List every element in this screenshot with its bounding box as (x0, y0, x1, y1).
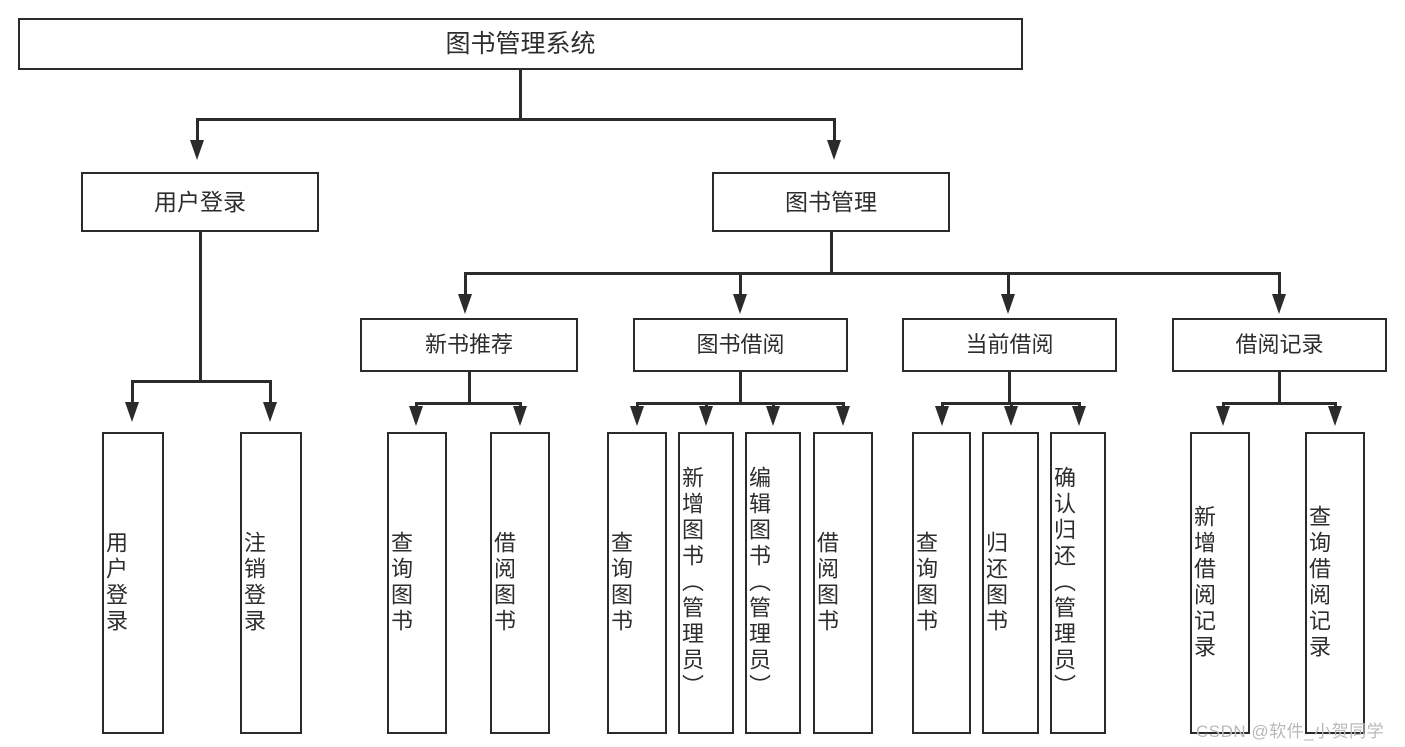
leaf-newbook-query-books-label: 查询图书 (388, 531, 413, 635)
node-current-borrow-label: 当前借阅 (965, 332, 1054, 358)
arrow-user-login-to-login (125, 402, 139, 422)
connector-newbook-bus (415, 402, 521, 405)
connector-bookmgmt-drop-4 (1278, 272, 1281, 300)
arrow-bookborrow-to-add (699, 406, 713, 426)
node-book-management[interactable]: 图书管理 (712, 172, 950, 232)
node-root-system[interactable]: 图书管理系统 (18, 18, 1023, 70)
connector-user-login-bus (131, 380, 271, 383)
connector-user-login-drop-1 (131, 380, 134, 408)
arrow-bookborrow-to-edit (766, 406, 780, 426)
leaf-current-query-books-label: 查询图书 (913, 531, 938, 635)
arrow-currentborrow-to-confirm (1072, 406, 1086, 426)
node-root-system-label: 图书管理系统 (445, 29, 596, 58)
node-new-book-recommend-label: 新书推荐 (424, 332, 513, 358)
arrow-bookborrow-to-lend (836, 406, 850, 426)
leaf-user-login-label: 用户登录 (103, 531, 128, 635)
leaf-bookborrow-edit-book-admin[interactable]: 编辑图书（管理员） (745, 432, 801, 734)
leaf-current-confirm-return-admin-label: 确认归还（管理员） (1051, 466, 1076, 700)
leaf-current-return-books-label: 归还图书 (983, 531, 1008, 635)
connector-user-login-drop-2 (269, 380, 272, 408)
connector-newbook-stem (468, 372, 471, 402)
leaf-bookborrow-query-books[interactable]: 查询图书 (607, 432, 667, 734)
connector-book-mgmt-bus (464, 272, 1278, 275)
connector-bookmgmt-drop-2 (739, 272, 742, 300)
leaf-bookborrow-lend-books[interactable]: 借阅图书 (813, 432, 873, 734)
leaf-user-login[interactable]: 用户登录 (102, 432, 164, 734)
connector-user-login-stem (199, 232, 202, 380)
leaf-newbook-borrow-books-label: 借阅图书 (491, 531, 516, 635)
arrow-newbook-to-borrow (513, 406, 527, 426)
connector-root-bus (196, 118, 836, 121)
arrow-bookmgmt-to-borrow (733, 294, 747, 314)
node-current-borrow[interactable]: 当前借阅 (902, 318, 1117, 372)
connector-root-stem (519, 70, 522, 118)
node-new-book-recommend[interactable]: 新书推荐 (360, 318, 578, 372)
arrow-bookborrow-to-query (630, 406, 644, 426)
leaf-record-query-borrow-record[interactable]: 查询借阅记录 (1305, 432, 1365, 734)
connector-bookborrow-bus (636, 402, 844, 405)
leaf-bookborrow-edit-book-admin-label: 编辑图书（管理员） (746, 466, 771, 700)
connector-bookborrow-stem (739, 372, 742, 402)
arrow-bookmgmt-to-current (1001, 294, 1015, 314)
arrow-borrowrecord-to-query (1328, 406, 1342, 426)
leaf-bookborrow-add-book-admin[interactable]: 新增图书（管理员） (678, 432, 734, 734)
node-user-login[interactable]: 用户登录 (81, 172, 319, 232)
leaf-record-add-borrow-record-label: 新增借阅记录 (1191, 505, 1216, 661)
arrow-bookmgmt-to-new-book (458, 294, 472, 314)
leaf-current-query-books[interactable]: 查询图书 (912, 432, 971, 734)
node-user-login-label: 用户登录 (154, 188, 246, 215)
node-book-management-label: 图书管理 (785, 188, 877, 215)
leaf-bookborrow-lend-books-label: 借阅图书 (814, 531, 839, 635)
connector-bookmgmt-drop-3 (1007, 272, 1010, 300)
leaf-newbook-borrow-books[interactable]: 借阅图书 (490, 432, 550, 734)
connector-borrowrecord-stem (1278, 372, 1281, 402)
node-borrow-record-label: 借阅记录 (1235, 332, 1324, 358)
connector-bookmgmt-drop-1 (464, 272, 467, 300)
leaf-record-add-borrow-record[interactable]: 新增借阅记录 (1190, 432, 1250, 734)
node-book-borrow[interactable]: 图书借阅 (633, 318, 848, 372)
leaf-logout[interactable]: 注销登录 (240, 432, 302, 734)
arrow-root-to-book-mgmt (827, 140, 841, 160)
leaf-logout-label: 注销登录 (241, 531, 266, 635)
leaf-current-confirm-return-admin[interactable]: 确认归还（管理员） (1050, 432, 1106, 734)
arrow-borrowrecord-to-add (1216, 406, 1230, 426)
arrow-currentborrow-to-return (1004, 406, 1018, 426)
arrow-user-login-to-logout (263, 402, 277, 422)
node-borrow-record[interactable]: 借阅记录 (1172, 318, 1387, 372)
arrow-bookmgmt-to-record (1272, 294, 1286, 314)
arrow-currentborrow-to-query (935, 406, 949, 426)
connector-currentborrow-stem (1008, 372, 1011, 402)
node-book-borrow-label: 图书借阅 (696, 332, 785, 358)
connector-book-mgmt-stem (830, 232, 833, 272)
leaf-current-return-books[interactable]: 归还图书 (982, 432, 1039, 734)
arrow-newbook-to-query (409, 406, 423, 426)
connector-borrowrecord-bus (1222, 402, 1336, 405)
leaf-newbook-query-books[interactable]: 查询图书 (387, 432, 447, 734)
connector-root-to-book-mgmt (833, 118, 836, 146)
leaf-bookborrow-add-book-admin-label: 新增图书（管理员） (679, 466, 704, 700)
connector-root-to-user-login (196, 118, 199, 146)
watermark-text: CSDN @软件_小贺同学 (1196, 722, 1385, 741)
arrow-root-to-user-login (190, 140, 204, 160)
leaf-record-query-borrow-record-label: 查询借阅记录 (1306, 505, 1331, 661)
leaf-bookborrow-query-books-label: 查询图书 (608, 531, 633, 635)
